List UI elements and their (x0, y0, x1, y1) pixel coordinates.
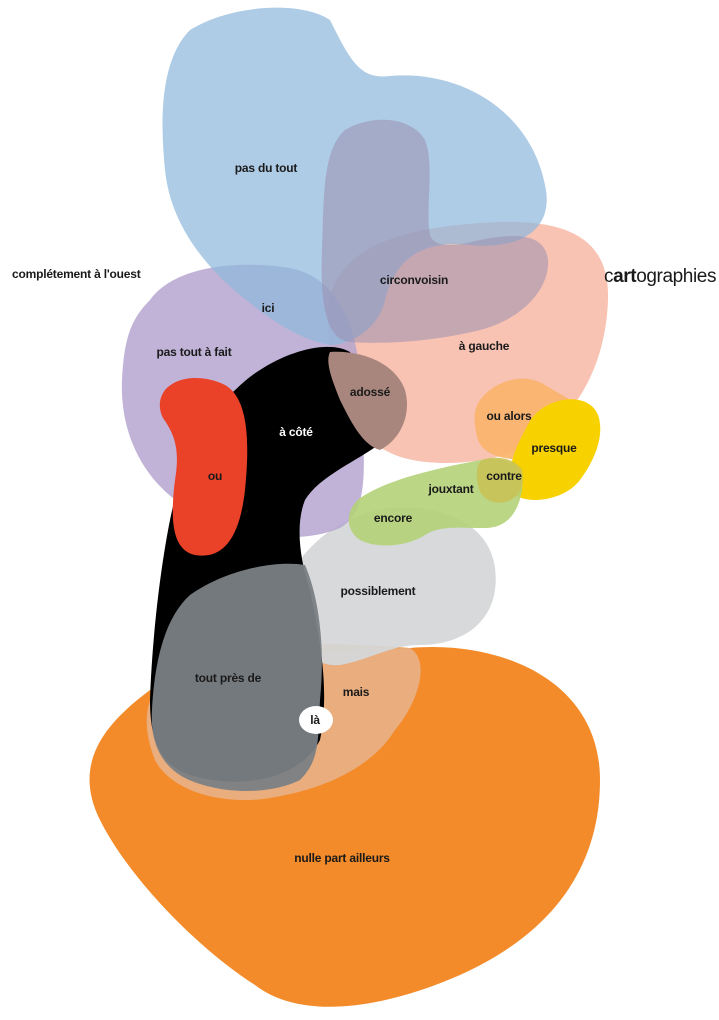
label-circonvoisin: circonvoisin (380, 273, 448, 287)
light-grey-blob (295, 507, 496, 666)
label-contre: contre (486, 469, 522, 483)
yellow-blob (509, 399, 601, 500)
label-nulle-part-ailleurs: nulle part ailleurs (294, 851, 390, 865)
label-pas-du-tout: pas du tout (235, 161, 298, 175)
label-adosse: adossé (350, 385, 391, 399)
la-ellipse (299, 706, 333, 734)
label-a-cote: à côté (279, 425, 313, 439)
label-presque: presque (531, 441, 577, 455)
red-blob (159, 378, 248, 556)
label-ici: ici (262, 301, 275, 315)
dark-grey-blob (151, 563, 322, 792)
brand-bold: art (613, 266, 637, 287)
label-ou-alors: ou alors (486, 409, 532, 423)
brand-suffix: ographies (636, 266, 716, 287)
label-tout-pres-de: tout près de (195, 671, 262, 685)
circonvoisin-blob (321, 119, 549, 343)
label-la: là (310, 713, 320, 727)
label-ou: ou (208, 469, 222, 483)
label-mais: mais (343, 685, 370, 699)
label-completement-a-l-ouest: complétement à l'ouest (12, 267, 141, 281)
label-pas-tout-a-fait: pas tout à fait (156, 345, 231, 359)
adosse-blob (328, 351, 408, 450)
contre-blob (476, 457, 523, 503)
label-jouxtant: jouxtant (427, 482, 473, 496)
brand-prefix: c (604, 266, 613, 287)
brand-cartographies: cartographies (604, 266, 716, 287)
label-possiblement: possiblement (341, 584, 416, 598)
label-encore: encore (374, 511, 413, 525)
label-a-gauche: à gauche (459, 339, 510, 353)
